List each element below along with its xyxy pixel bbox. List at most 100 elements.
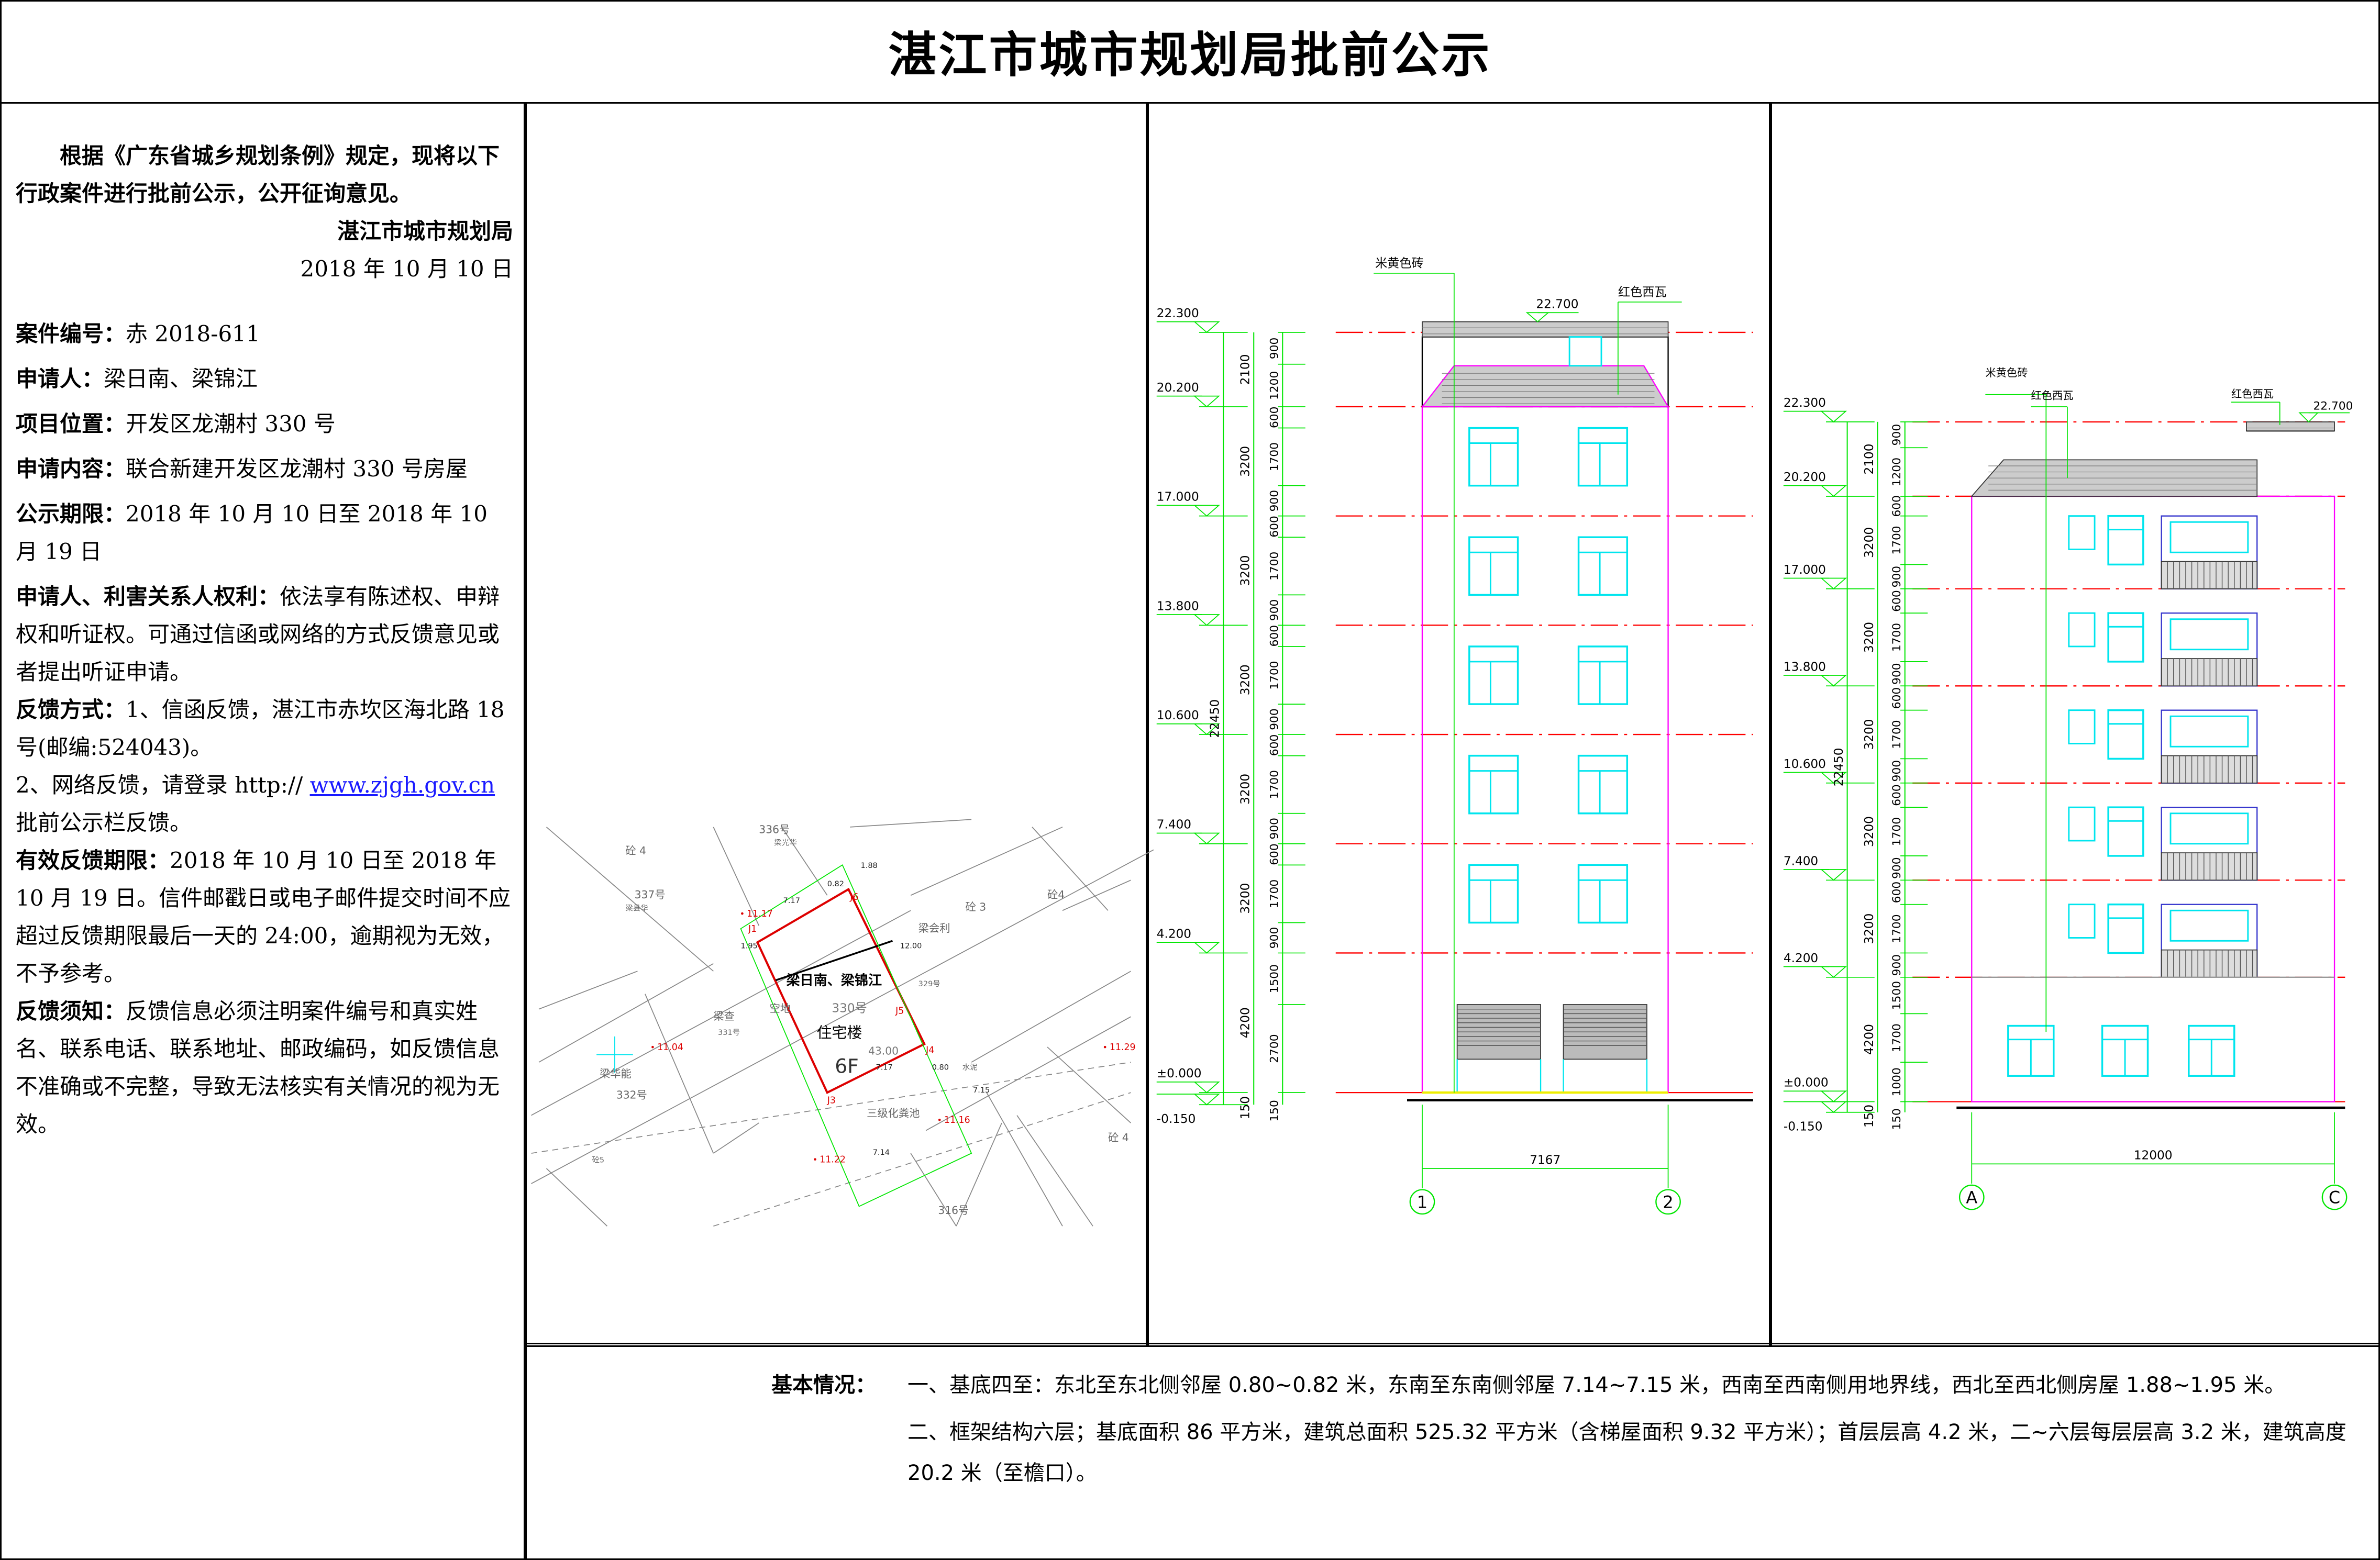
sub-height-label: 1700 — [1268, 442, 1281, 471]
small-window — [2068, 515, 2096, 550]
sub-height-label: 1700 — [1268, 552, 1281, 581]
balcony-railing — [2161, 852, 2258, 881]
parcel-line — [925, 1016, 1131, 1131]
basic-info-label: 基本情况： — [771, 1373, 876, 1397]
window — [1577, 645, 1629, 705]
feedback-2-prefix: 2、网络反馈，请登录 http:// — [16, 772, 310, 798]
level-marker-icon — [2298, 412, 2319, 423]
storey-height-label: 150 — [1862, 1105, 1876, 1128]
notes: 反馈信息必须注明案件编号和真实姓名、联系电话、联系地址、邮政编码，如反馈信息不准… — [16, 998, 500, 1137]
parcel-line — [986, 1092, 1063, 1227]
storey-height-label: 3200 — [1862, 913, 1876, 944]
site-label: 梁华能 — [600, 1067, 632, 1080]
area-label: 43.00 — [868, 1045, 899, 1057]
parcel-line — [910, 1153, 957, 1227]
basic-info-line-1: 一、基底四至：东北至东北侧邻屋 0.80~0.82 米，东南至东南侧邻屋 7.1… — [907, 1373, 2286, 1397]
sub-height-label: 1700 — [1268, 661, 1281, 689]
spot-height-dot — [651, 1045, 654, 1049]
level-marker-icon — [1193, 505, 1220, 517]
total-height-label: 22450 — [1208, 699, 1222, 738]
storey-height-label: 150 — [1238, 1096, 1253, 1119]
building-label: 住宅楼 — [816, 1024, 862, 1042]
sub-height-label: 900 — [1890, 857, 1903, 878]
sub-height-label: 1700 — [1268, 770, 1281, 799]
sub-height-label: 1700 — [1268, 879, 1281, 908]
location-label: 项目位置： — [16, 411, 126, 437]
site-label: 梁县华 — [625, 904, 648, 912]
building-divider — [775, 940, 893, 982]
parcel-line — [538, 971, 638, 1010]
notice-intro: 根据《广东省城乡规划条例》规定，现将以下行政案件进行批前公示，公开征询意见。 — [16, 143, 500, 206]
window — [1468, 427, 1519, 487]
axis-bubble — [1409, 1189, 1435, 1215]
building-outline — [1971, 495, 2335, 1102]
period: 2018 年 10 月 10 日至 2018 年 10 月 19 日 — [16, 501, 488, 564]
spot-height-dot — [938, 1118, 941, 1121]
sub-height-label: 900 — [1890, 424, 1903, 445]
corner-point-label: J5 — [895, 1006, 904, 1016]
sub-height-label: 900 — [1890, 663, 1903, 684]
lot-number: 330号 — [832, 1001, 867, 1015]
window — [1468, 645, 1519, 705]
site-label: 砼 3 — [966, 900, 987, 913]
spot-height-dot — [1103, 1045, 1106, 1049]
spot-height-label: 11.04 — [657, 1042, 683, 1053]
storey-height-label: 4200 — [1862, 1024, 1876, 1055]
sub-height-label: 900 — [1268, 708, 1281, 730]
sub-height-label: 600 — [1268, 843, 1281, 865]
balcony-railing — [2161, 561, 2258, 589]
balcony-door — [2169, 812, 2249, 845]
storey-height-label: 3200 — [1862, 527, 1876, 558]
axis-bubble — [2321, 1184, 2348, 1210]
level-marker-icon — [1820, 485, 1847, 497]
period-label: 公示期限： — [16, 501, 126, 527]
window — [1577, 864, 1629, 924]
parcel-line — [546, 827, 714, 972]
window — [2107, 806, 2144, 857]
level-marker-icon — [1820, 966, 1847, 978]
level-label: 4.200 — [1157, 927, 1191, 941]
parcel-line — [971, 971, 1131, 1063]
total-height-label: 22450 — [1832, 748, 1846, 787]
road-line — [713, 1092, 1131, 1227]
lot-boundary — [756, 887, 926, 1094]
case-no: 赤 2018-611 — [126, 321, 260, 347]
level-label: 7.400 — [1157, 818, 1191, 832]
window — [2107, 903, 2144, 954]
window — [1468, 864, 1519, 924]
sub-height-label: 1700 — [1890, 526, 1903, 554]
roof-tiles-top — [2246, 421, 2335, 432]
sub-height-label: 900 — [1268, 599, 1281, 621]
site-label: 337号 — [635, 888, 666, 901]
sub-height-label: 1000 — [1890, 1067, 1903, 1096]
level-marker-icon — [1193, 1081, 1220, 1094]
material-label-brick: 米黄色砖 — [1985, 366, 2028, 379]
level-label: -0.150 — [1784, 1120, 1823, 1134]
roof-tiles-eave — [1421, 365, 1669, 408]
level-marker-icon — [1525, 312, 1549, 322]
level-marker-icon — [1820, 410, 1847, 423]
site-label: 砼 4 — [625, 844, 646, 857]
spot-height-label: 11.16 — [944, 1115, 970, 1126]
parcel-line — [1016, 1115, 1093, 1227]
material-label-tile: 红色西瓦 — [1618, 285, 1667, 299]
sub-height-label: 600 — [1890, 590, 1903, 611]
corner-point-label: J3 — [827, 1095, 836, 1106]
level-marker-icon — [1193, 614, 1220, 626]
axis-label: A — [1966, 1188, 1977, 1208]
balcony-door — [2169, 521, 2249, 553]
level-label: 20.200 — [1784, 470, 1826, 484]
axis-bubble — [1958, 1184, 1985, 1210]
panel-divider-1 — [1146, 102, 1149, 1345]
width-label: 7167 — [1530, 1153, 1560, 1167]
width-label: 12000 — [2134, 1149, 2173, 1163]
sub-height-label: 1500 — [1268, 964, 1281, 993]
basic-info-line-2: 二、框架结构六层；基底面积 86 平方米，建筑总面积 525.32 平方米（含梯… — [907, 1420, 2346, 1485]
level-label: ±0.000 — [1157, 1066, 1202, 1080]
small-window — [2068, 612, 2096, 648]
site-label: 砼 4 — [1108, 1131, 1129, 1144]
feedback-website-link[interactable]: www.zjgh.gov.cn — [309, 772, 495, 798]
site-label: 砼5 — [592, 1155, 604, 1164]
stair-window — [1568, 336, 1602, 367]
corner-point-label: J1 — [748, 924, 757, 934]
